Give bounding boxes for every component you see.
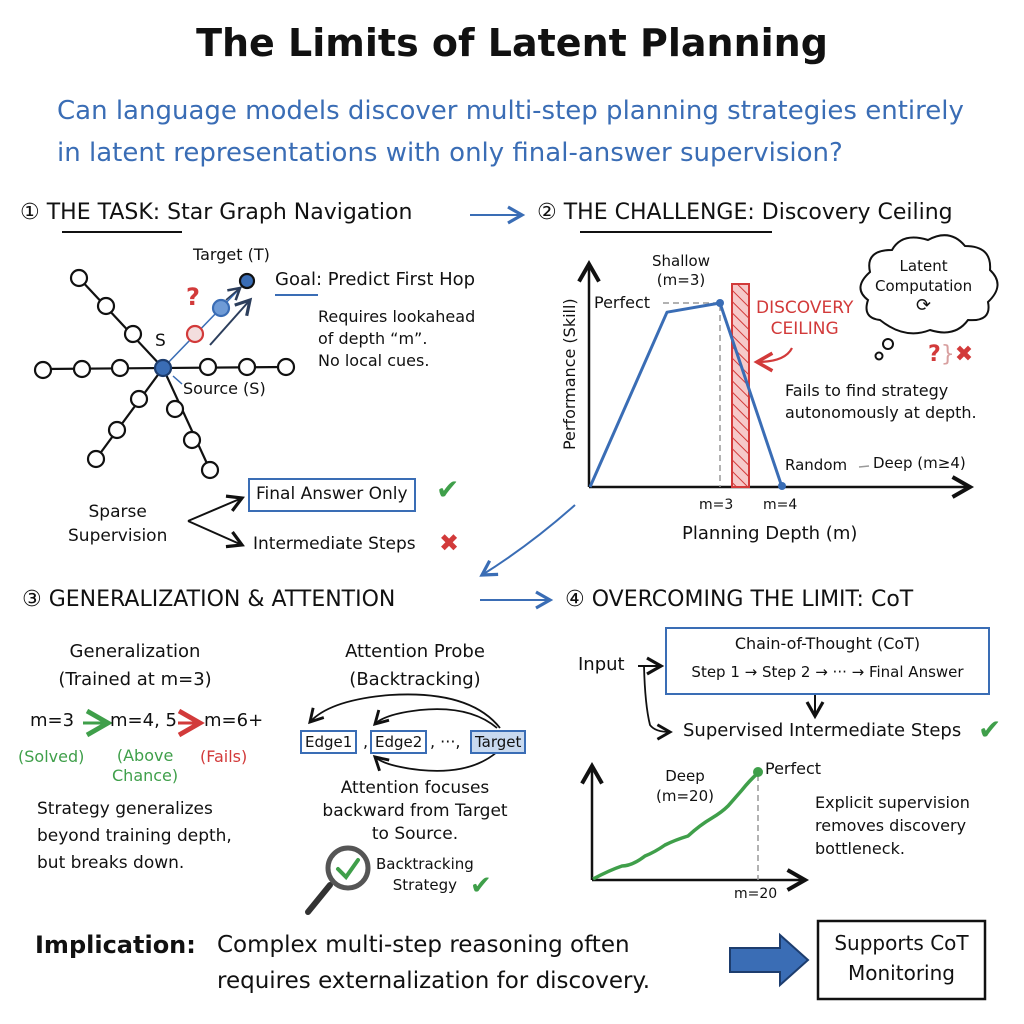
target-node bbox=[238, 272, 256, 290]
goal-word: Goal bbox=[275, 269, 316, 290]
discovery-chart bbox=[577, 259, 975, 499]
cot-chart bbox=[580, 761, 810, 892]
section4-header: ④ OVERCOMING THE LIMIT: CoT bbox=[565, 587, 913, 612]
question-mark-icon: ? bbox=[186, 283, 200, 311]
attention-probe-title: Attention Probe(Backtracking) bbox=[345, 641, 485, 690]
section1-header: ① THE TASK: Star Graph Navigation bbox=[20, 200, 412, 225]
section-number: ① bbox=[20, 200, 40, 225]
perfect-point bbox=[753, 767, 763, 777]
intermediate-steps-label: Intermediate Steps bbox=[253, 534, 416, 554]
target-token: Target bbox=[470, 730, 527, 754]
edge2-token: Edge2 bbox=[370, 730, 428, 754]
cot-curve bbox=[592, 771, 760, 881]
fails-label: (Fails) bbox=[200, 747, 248, 766]
m6-label: m=6+ bbox=[204, 710, 264, 731]
input-label: Input bbox=[578, 654, 625, 675]
y-axis-label: Performance (Skill) bbox=[559, 298, 579, 451]
m45-label: m=4, 5 bbox=[110, 710, 177, 731]
goal-text: Goal: Predict First Hop bbox=[275, 269, 476, 291]
section-heading: OVERCOMING THE LIMIT: CoT bbox=[591, 587, 914, 612]
s-label: S bbox=[155, 331, 166, 351]
edge1-token: Edge1 bbox=[300, 730, 358, 754]
source-node bbox=[153, 358, 173, 378]
question-line-1: Can language models discover multi-step … bbox=[57, 96, 964, 126]
cross-icon: ✖ bbox=[954, 342, 974, 367]
question-icon: ? bbox=[928, 342, 941, 367]
x-axis-label: Planning Depth (m) bbox=[682, 523, 858, 544]
deep-label: Deep (m≥4) bbox=[873, 454, 966, 472]
tick-m20: m=20 bbox=[734, 886, 778, 902]
magnifier-icon bbox=[305, 845, 371, 915]
section-number: ④ bbox=[565, 587, 585, 612]
cot-title: Chain-of-Thought (CoT) bbox=[734, 634, 921, 653]
implication-label: Implication: bbox=[35, 931, 196, 959]
section2-header: ② THE CHALLENGE: Discovery Ceiling bbox=[537, 200, 953, 225]
section-heading: THE TASK bbox=[46, 200, 153, 225]
cot-box: Chain-of-Thought (CoT) Step 1 → Step 2 →… bbox=[665, 627, 990, 695]
ellipsis: , ···, bbox=[430, 732, 461, 751]
final-answer-only-box: Final Answer Only bbox=[248, 478, 416, 512]
m3-label: m=3 bbox=[30, 710, 75, 731]
supervised-steps-label: Supervised Intermediate Steps bbox=[683, 720, 962, 741]
flow-arrow-2-3 bbox=[479, 504, 576, 577]
deep-m20-label: Deep(m=20) bbox=[656, 767, 714, 805]
supports-cot-box bbox=[816, 919, 987, 1001]
page-title: The Limits of Latent Planning bbox=[196, 21, 828, 65]
comma: , bbox=[363, 732, 369, 751]
section3-header: ③ GENERALIZATION & ATTENTION bbox=[22, 587, 395, 612]
generalization-title: Generalization(Trained at m=3) bbox=[58, 641, 212, 690]
cycle-icon: ⟳ bbox=[916, 295, 932, 316]
implication-line-2: requires externalization for discovery. bbox=[217, 968, 651, 994]
check-icon: ✔ bbox=[470, 871, 492, 901]
question-cross: ?}✖ bbox=[928, 342, 974, 367]
peak-point bbox=[716, 299, 724, 307]
target-label: Target (T) bbox=[193, 245, 270, 264]
star-graph bbox=[33, 268, 296, 480]
thought-cloud bbox=[859, 234, 999, 361]
solved-label: (Solved) bbox=[18, 747, 85, 766]
tick-m4: m=4 bbox=[763, 497, 798, 513]
check-icon: ✔ bbox=[436, 473, 460, 506]
perfect-label: Perfect bbox=[594, 293, 651, 312]
section-heading: GENERALIZATION & ATTENTION bbox=[48, 587, 396, 612]
shallow-label: Shallow(m=3) bbox=[652, 252, 711, 289]
section-number: ③ bbox=[22, 587, 42, 612]
tick-m3: m=3 bbox=[699, 497, 734, 513]
implication-arrow-icon bbox=[729, 932, 810, 988]
question-line-2: in latent representations with only fina… bbox=[57, 138, 843, 168]
first-hop-node bbox=[185, 324, 205, 344]
random-label: Random bbox=[785, 456, 848, 474]
cot-steps: Step 1 → Step 2 → ··· → Final Answer bbox=[691, 663, 964, 681]
section-number: ② bbox=[537, 200, 557, 225]
drop-point bbox=[778, 482, 786, 490]
implication-line-1: Complex multi-step reasoning often bbox=[217, 932, 630, 958]
section-subheading: : Star Graph Navigation bbox=[152, 200, 413, 225]
source-label: Source (S) bbox=[183, 379, 266, 398]
section-heading: THE CHALLENGE bbox=[563, 200, 748, 225]
performance-curve bbox=[588, 301, 784, 488]
section-subheading: : Discovery Ceiling bbox=[747, 200, 953, 225]
check-icon: ✔ bbox=[978, 713, 1002, 746]
cross-icon: ✖ bbox=[439, 529, 460, 557]
perfect-label: Perfect bbox=[765, 759, 822, 778]
goal-rest: : Predict First Hop bbox=[316, 269, 476, 290]
